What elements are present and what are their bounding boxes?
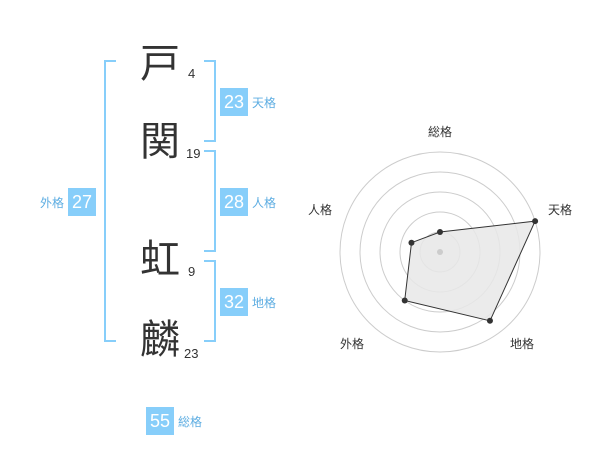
radar-chart xyxy=(339,151,541,353)
jinkaku-value: 28 xyxy=(220,188,248,216)
stroke-count-4: 23 xyxy=(184,346,199,361)
radar-axis-label-jinkaku: 人格 xyxy=(308,203,333,217)
soukaku-label: 総格 xyxy=(178,414,203,429)
radar-axis-label-chikaku: 地格 xyxy=(510,337,535,351)
radar-axis-label-soukaku: 総格 xyxy=(428,125,453,139)
radar-axis-label-tenkaku: 天格 xyxy=(548,203,573,217)
radar-axis-label-gaikaku: 外格 xyxy=(340,337,365,351)
radar-point xyxy=(401,297,408,304)
tenkaku-value: 23 xyxy=(220,88,248,116)
tenkaku-bracket xyxy=(204,60,216,142)
stroke-count-3: 9 xyxy=(188,264,196,279)
jinkaku-bracket xyxy=(204,150,216,252)
jinkaku-label: 人格 xyxy=(252,195,277,210)
radar-point xyxy=(408,239,415,246)
radar-points xyxy=(401,218,539,324)
jinkaku: 28 人格 xyxy=(220,188,276,216)
soukaku: 55 総格 xyxy=(146,407,202,435)
stroke-count-2: 19 xyxy=(186,146,201,161)
gaikaku: 外格 27 xyxy=(40,188,97,216)
tenkaku: 23 天格 xyxy=(220,88,276,116)
gaikaku-value: 27 xyxy=(68,188,97,216)
radar-point xyxy=(486,317,493,324)
radar-point xyxy=(437,229,443,235)
radar-center-dot xyxy=(437,249,443,255)
tenkaku-label: 天格 xyxy=(252,95,277,110)
chikaku: 32 地格 xyxy=(220,288,276,316)
chikaku-bracket xyxy=(204,260,216,342)
soukaku-value: 55 xyxy=(146,407,174,435)
radar-point xyxy=(532,218,539,225)
chikaku-value: 32 xyxy=(220,288,248,316)
name-char-3: 虹 xyxy=(140,237,180,283)
radar-data-polygon xyxy=(404,220,536,322)
name-char-4: 麟 xyxy=(140,317,180,363)
gaikaku-bracket xyxy=(104,60,116,342)
radar-ring xyxy=(339,151,541,353)
stroke-count-1: 4 xyxy=(188,66,196,81)
chikaku-label: 地格 xyxy=(252,295,277,310)
name-char-2: 関 xyxy=(140,119,180,165)
name-char-1: 戸 xyxy=(140,41,180,87)
gaikaku-label: 外格 xyxy=(40,195,65,210)
